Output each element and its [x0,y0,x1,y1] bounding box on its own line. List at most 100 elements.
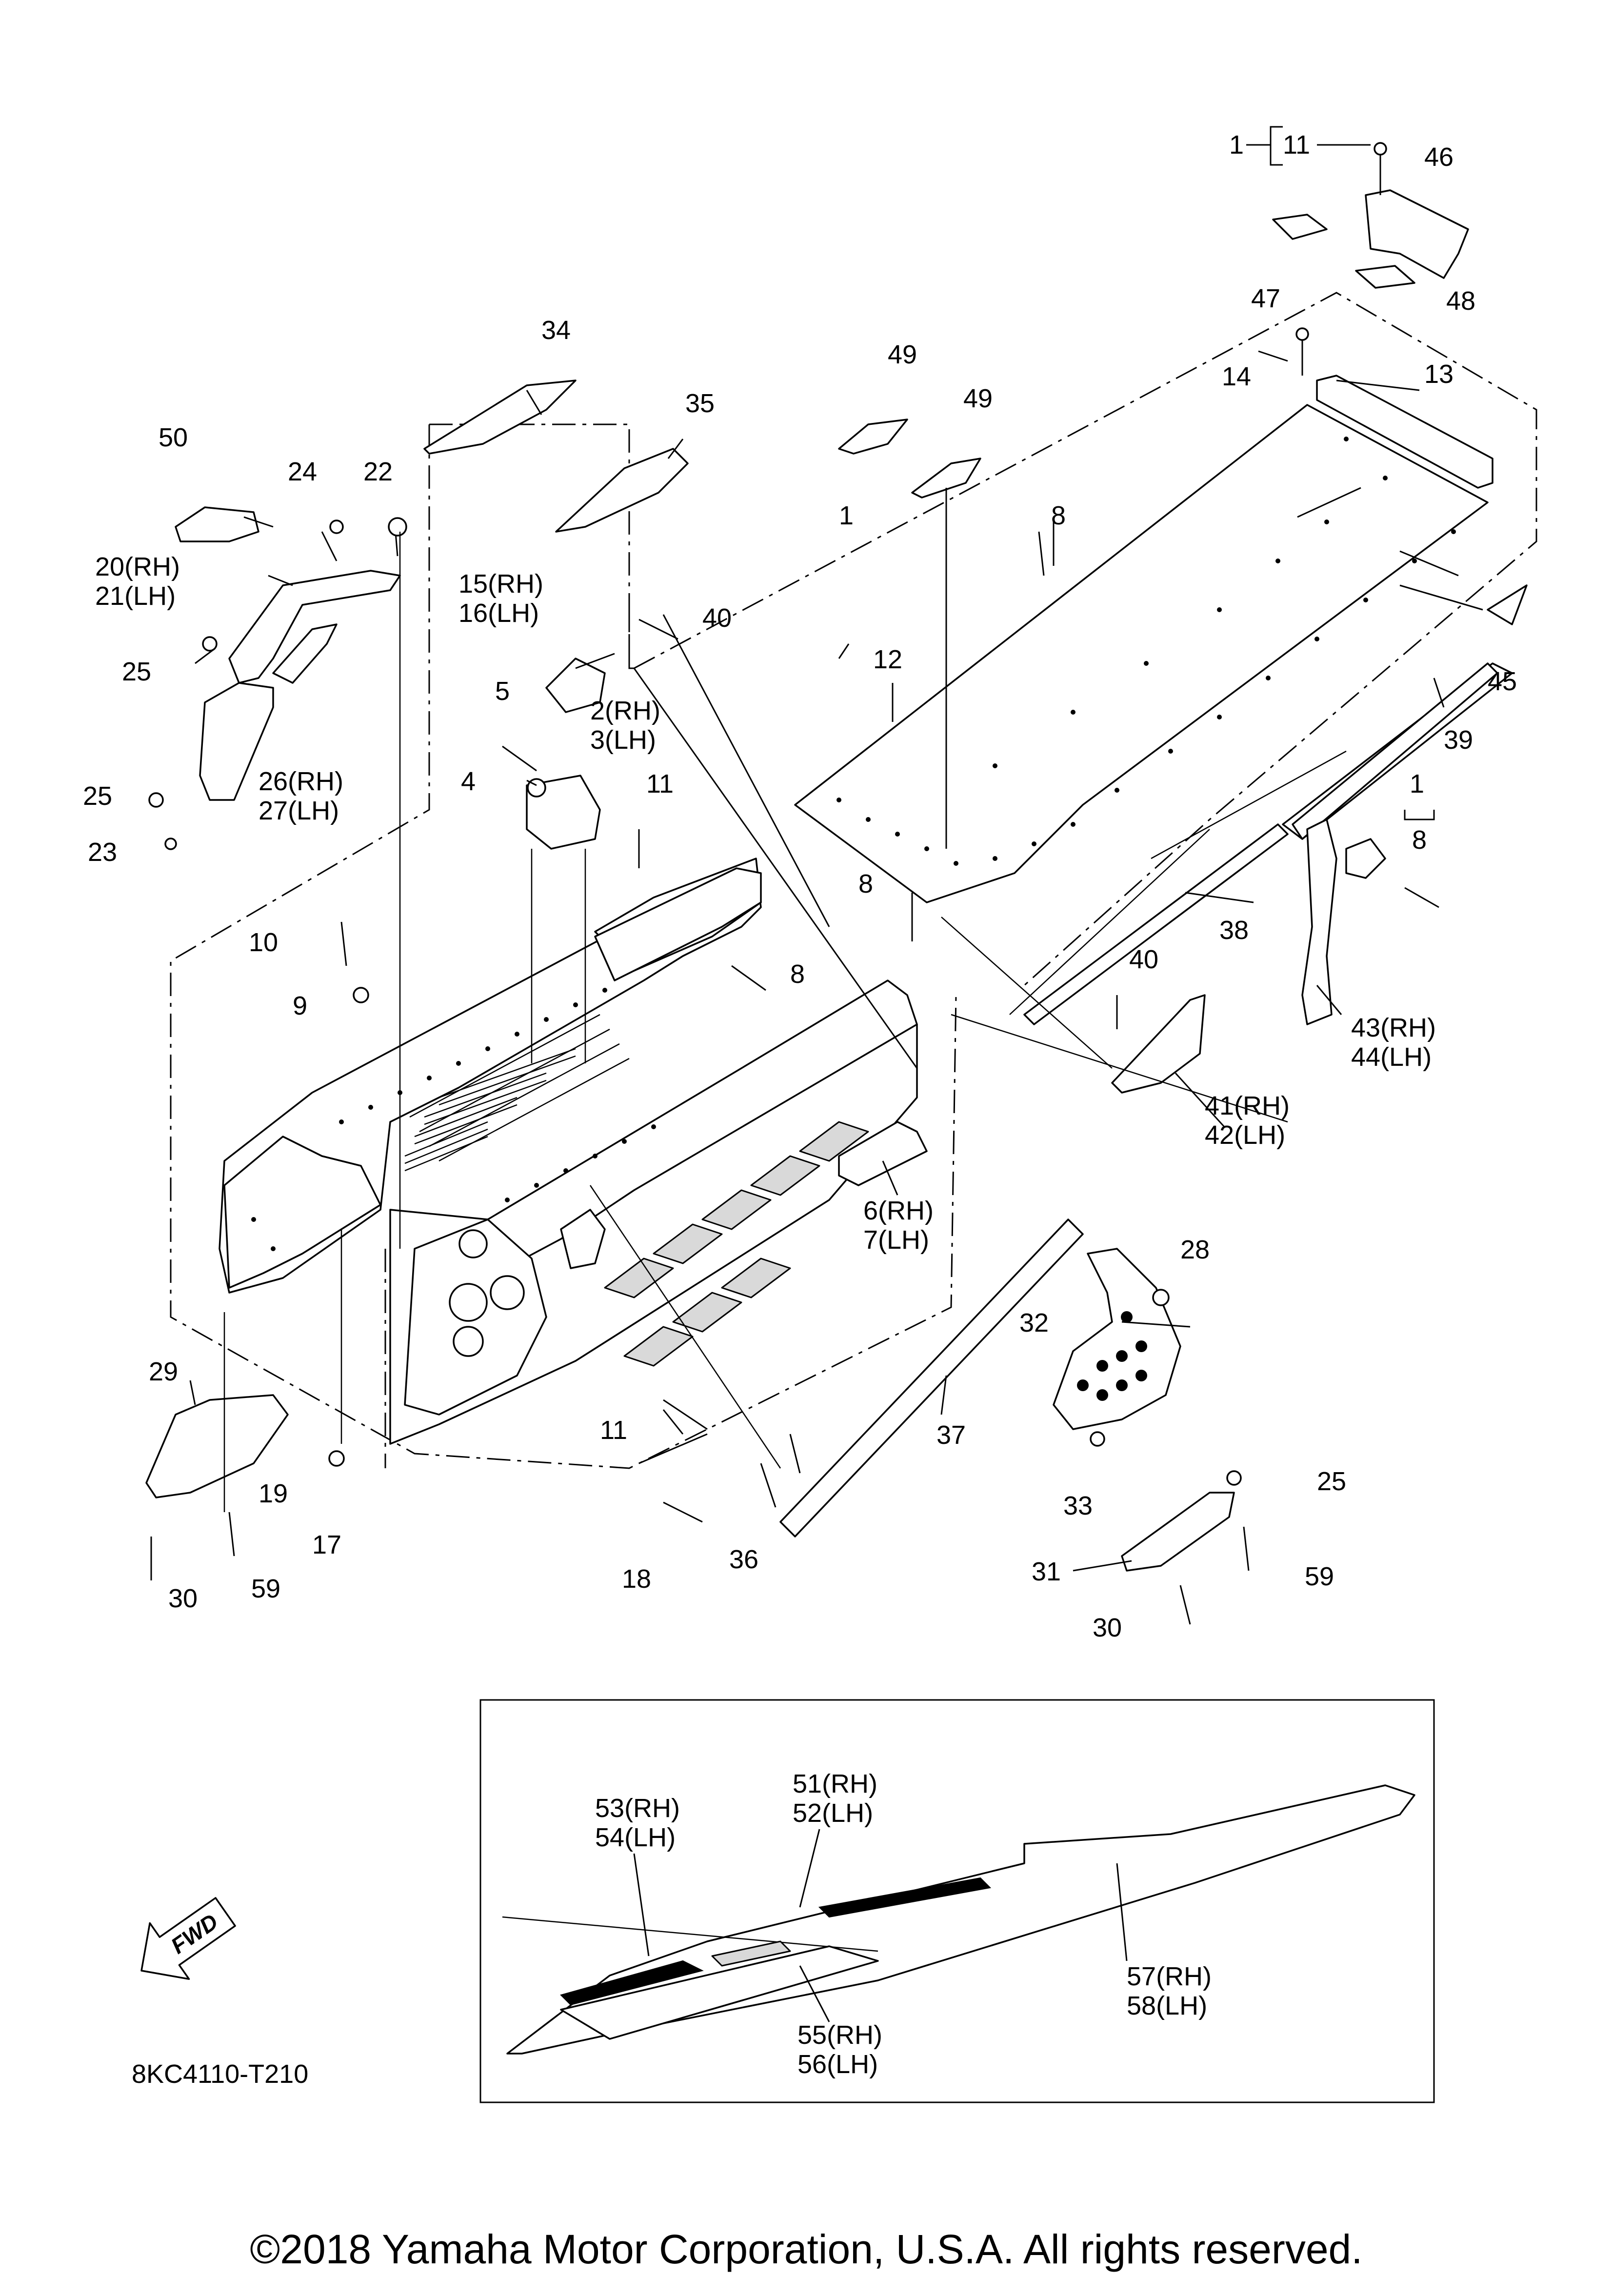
callout-5: 5 [495,677,510,706]
callout-6: 6(RH) [863,1196,934,1225]
callout-37: 37 [936,1420,966,1450]
panel-41 [1111,994,1206,1094]
pad-47 [1272,214,1328,240]
callout-30-a: 30 [168,1584,198,1613]
front-plate [404,1218,547,1416]
riser-bracket-26 [199,682,274,801]
callout-4: 4 [461,767,476,796]
footrest-32 [1053,1248,1181,1430]
assembly-outlines [170,292,1537,1469]
callout-49-b: 49 [963,384,993,413]
fasteners [148,142,1439,1625]
rear-plate-12 [794,375,1528,1025]
callout-27: 27(LH) [259,796,339,825]
callout-56: 56(LH) [797,2050,878,2079]
callout-26: 26(RH) [259,767,343,796]
callout-25-c: 25 [1317,1467,1346,1496]
callout-58: 58(LH) [1127,1991,1207,2020]
pad-49a [838,419,908,455]
callout-59-b: 59 [1305,1562,1334,1591]
callout-46: 46 [1424,142,1454,172]
callout-18: 18 [622,1564,651,1594]
plate-34 [423,379,577,455]
callout-17: 17 [312,1530,341,1559]
callout-1-b: 1 [1410,769,1424,799]
side-handle-plate [560,1209,606,1269]
callout-57: 57(RH) [1127,1962,1212,1991]
callout-8-a: 8 [1051,501,1066,530]
upper-crossmember [594,867,762,981]
callout-34: 34 [541,316,571,345]
callout-42: 42(LH) [1205,1120,1285,1150]
bumper-46 [1365,189,1469,279]
callout-53: 53(RH) [595,1794,680,1823]
strap-43 [1301,819,1337,1025]
front-guard-29 [145,1394,289,1498]
callout-8-b: 8 [858,869,873,898]
callout-30-b: 30 [1093,1613,1122,1642]
loop-handle [272,623,338,684]
side-flap-45 [1487,584,1528,625]
callout-24: 24 [288,457,317,486]
callout-36: 36 [729,1545,758,1574]
decal-stripe-51 [818,1877,992,1918]
callout-49-a: 49 [888,340,917,369]
decal-callouts: 53(RH) 54(LH) 51(RH) 52(LH) 57(RH) 58(LH… [595,1769,1212,2079]
callout-labels: 1 11 46 47 48 13 14 34 35 49 49 50 24 22… [83,126,1517,1642]
callout-11-b: 11 [600,1416,627,1445]
callout-2: 2(RH) [590,696,660,725]
cap-15 [545,658,606,713]
rod-37 [779,1218,1084,1537]
callout-21: 21(LH) [95,581,176,611]
rail-strip-38 [1023,823,1289,1025]
chassis-rivets [251,988,656,1251]
callout-12: 12 [873,645,902,674]
pad-49b [911,458,981,499]
callout-11-group-sub: 11 [1283,130,1310,160]
callout-10: 10 [249,928,278,957]
callout-59-a: 59 [251,1574,280,1603]
callout-48: 48 [1446,286,1475,316]
callout-13: 13 [1424,359,1454,389]
rear-bracket-13 [1316,375,1494,489]
fwd-arrow-icon: FWD [140,1897,236,1980]
callout-11-a: 11 [646,769,674,799]
callout-43: 43(RH) [1351,1013,1436,1042]
callout-31: 31 [1032,1557,1061,1586]
callout-15: 15(RH) [458,569,543,599]
callout-52: 52(LH) [793,1798,873,1828]
callout-50: 50 [159,423,188,452]
callout-45: 45 [1488,667,1517,696]
decal-stripe-55 [711,1940,791,1967]
callout-38: 38 [1219,916,1249,945]
callout-55: 55(RH) [797,2020,882,2050]
callout-19: 19 [259,1479,288,1508]
callout-3: 3(LH) [590,725,656,755]
callout-54: 54(LH) [595,1823,676,1852]
callout-7: 7(LH) [863,1225,929,1255]
callout-25-a: 25 [122,657,151,686]
callout-47: 47 [1251,284,1280,313]
rail-strip-39 [1292,662,1498,840]
callout-51: 51(RH) [793,1769,877,1798]
front-bracket [223,1136,381,1289]
chassis-tunnel [219,858,918,1445]
drawing-code: 8KC4110-T210 [132,2059,308,2089]
callout-39: 39 [1444,725,1473,755]
alignment-lines [223,532,1347,1512]
tunnel-vent-slots [404,1048,576,1172]
disc-plate [1345,838,1386,879]
decal-inset [479,1699,1435,2103]
callout-23: 23 [88,838,117,867]
bracket-6 [838,1121,928,1186]
callout-9: 9 [293,991,307,1020]
handle-20 [228,570,401,684]
callout-8-c: 8 [790,959,805,989]
callout-1-group-main: 1 [1229,130,1244,160]
bracket-31 [1121,1492,1235,1572]
callout-40-b: 40 [1129,945,1158,974]
rail-cutouts [604,1121,869,1367]
callout-32: 32 [1019,1308,1049,1338]
callout-8-group: 8 [1412,825,1427,855]
callout-41: 41(RH) [1205,1091,1290,1120]
